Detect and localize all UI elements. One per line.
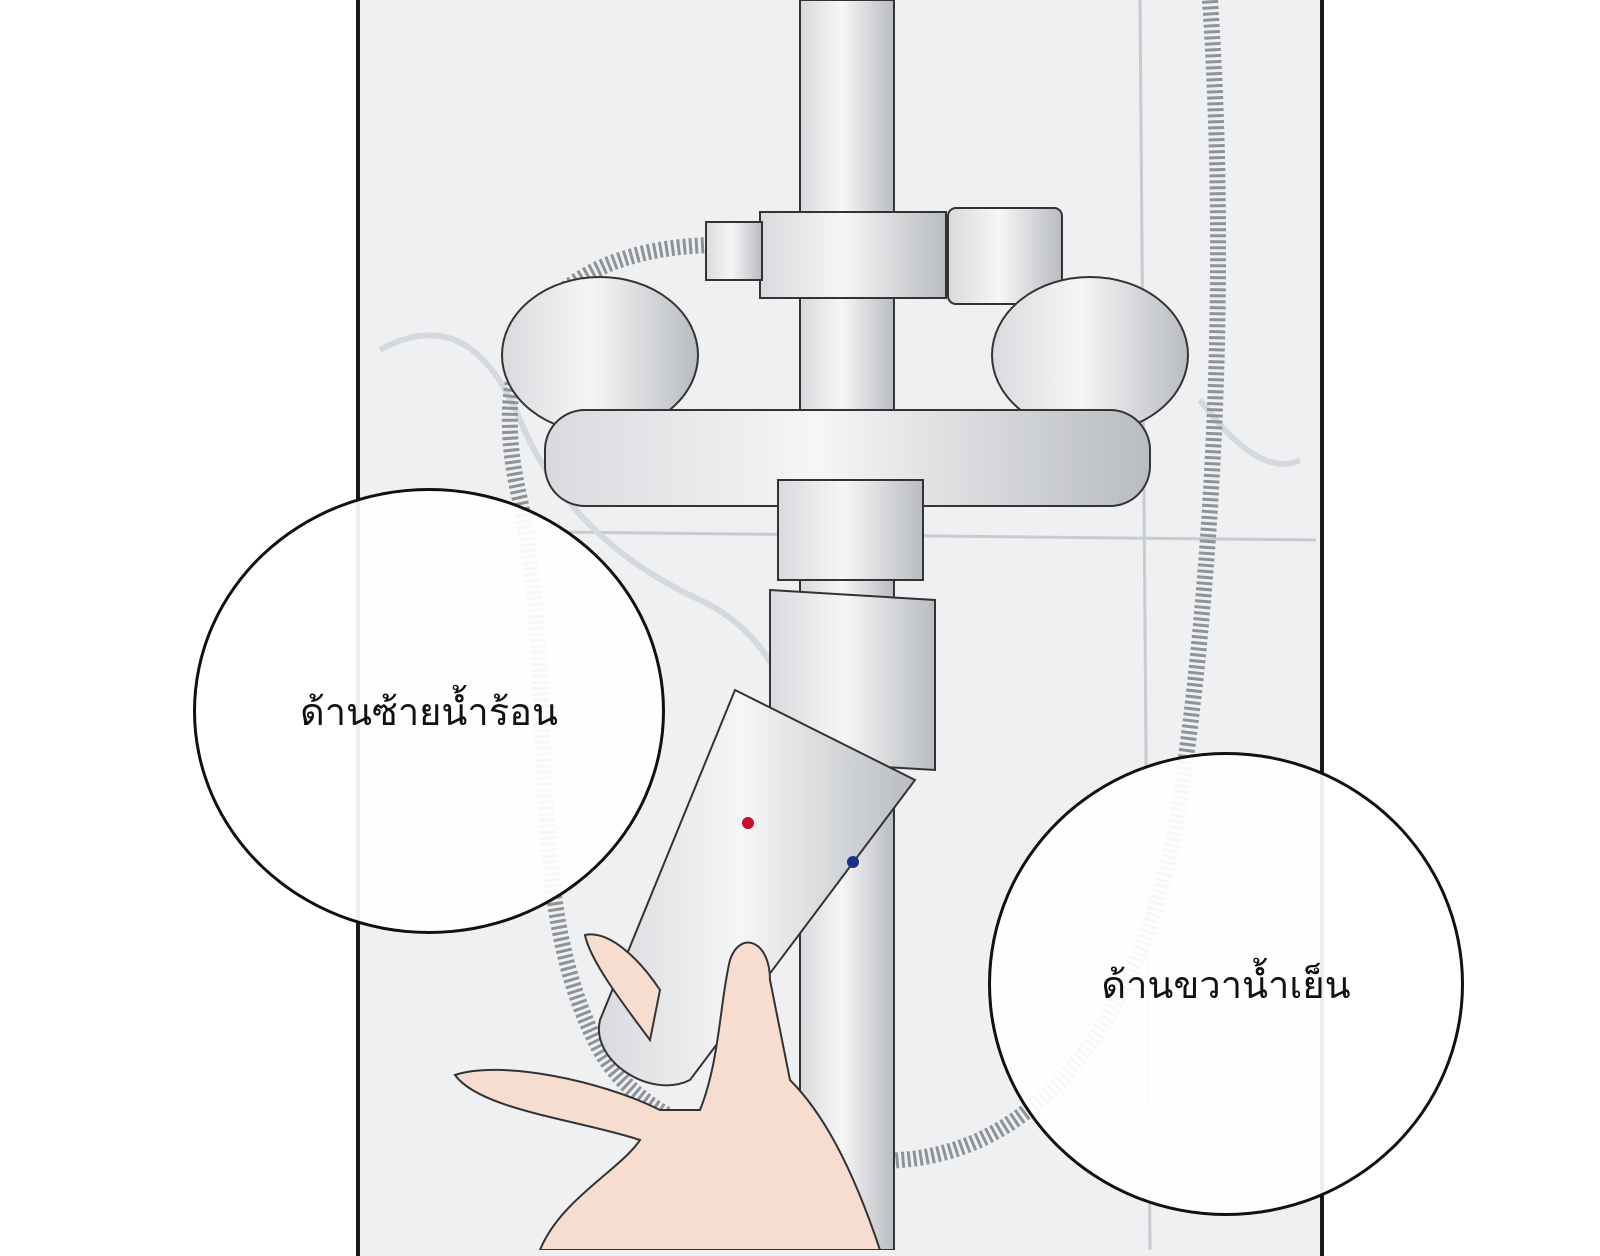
bubble-text-cold: ด้านขวาน้ำเย็น <box>1101 962 1351 1007</box>
cold-indicator-dot <box>847 856 859 868</box>
speech-bubble-cold: ด้านขวาน้ำเย็น <box>988 752 1464 1216</box>
bubble-text-hot: ด้านซ้ายน้ำร้อน <box>300 689 558 734</box>
hot-indicator-dot <box>742 817 754 829</box>
hand <box>453 941 882 1250</box>
faucet-handle <box>597 688 917 1087</box>
speech-bubble-hot: ด้านซ้ายน้ำร้อน <box>193 488 665 934</box>
